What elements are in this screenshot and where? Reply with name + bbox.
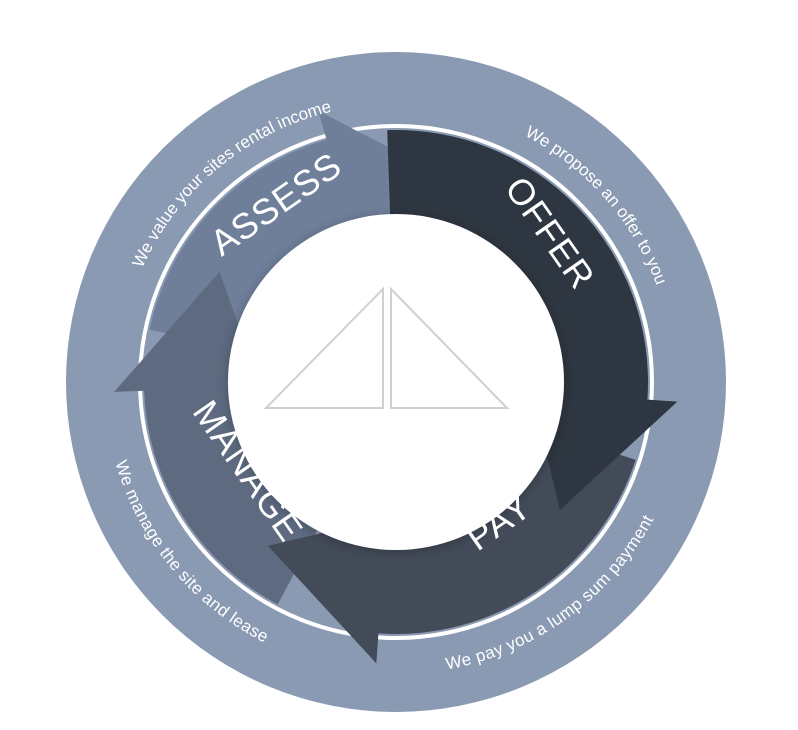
stage-arrow-manage	[114, 271, 320, 605]
stage-arrow-assess	[149, 110, 461, 348]
stage-arrow-pay	[267, 432, 636, 664]
stage-arrow-offer	[387, 130, 678, 511]
sail-logo-icon	[263, 286, 510, 409]
